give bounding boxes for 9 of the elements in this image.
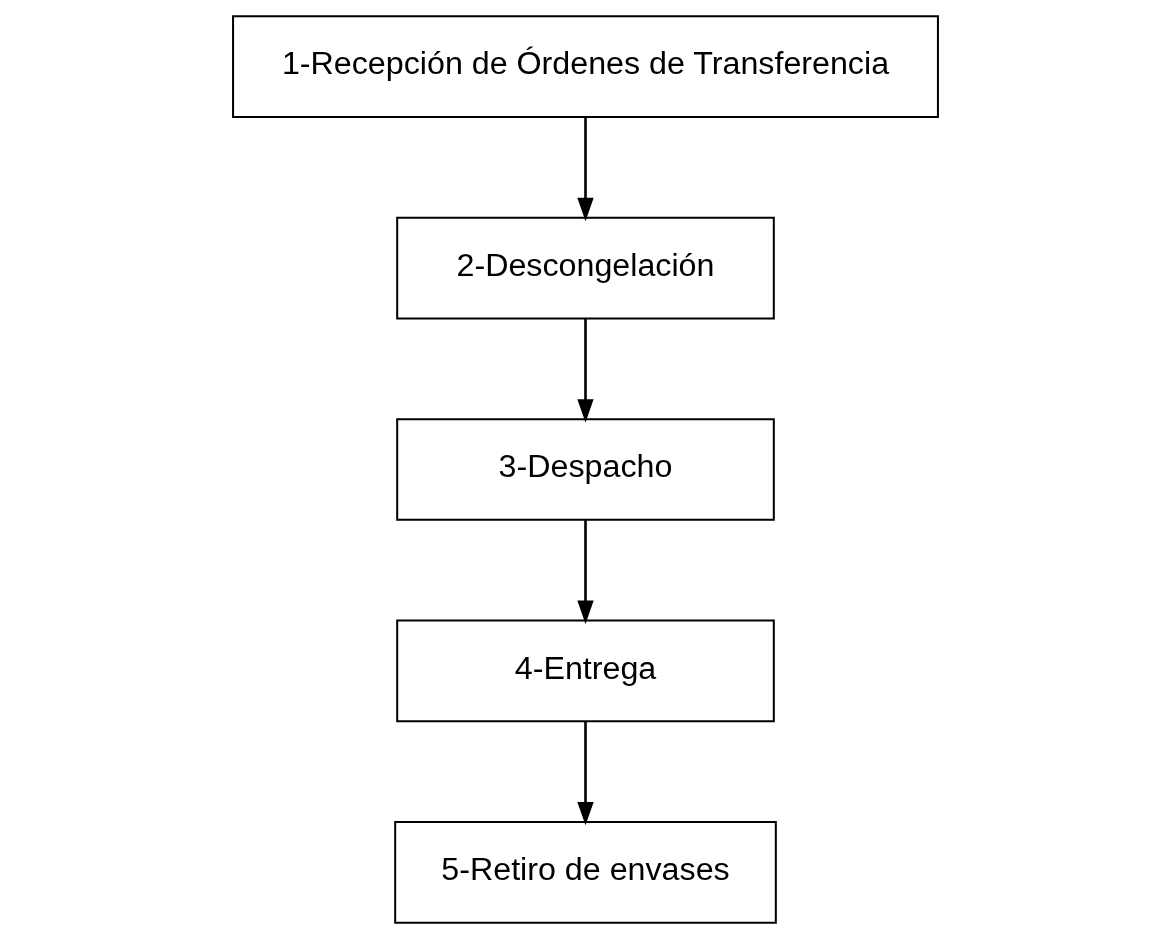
- node-box: 4-Entrega: [396, 619, 775, 723]
- node-box: 2-Descongelación: [396, 216, 775, 320]
- arrow: [577, 520, 594, 624]
- node-box: 1-Recepción de Órdenes de Transferencia: [232, 15, 939, 119]
- node-box: 3-Despacho: [396, 418, 775, 521]
- arrow: [577, 117, 594, 222]
- arrow: [577, 721, 594, 826]
- node-box: 5-Retiro de envases: [394, 820, 777, 924]
- arrow: [577, 318, 594, 423]
